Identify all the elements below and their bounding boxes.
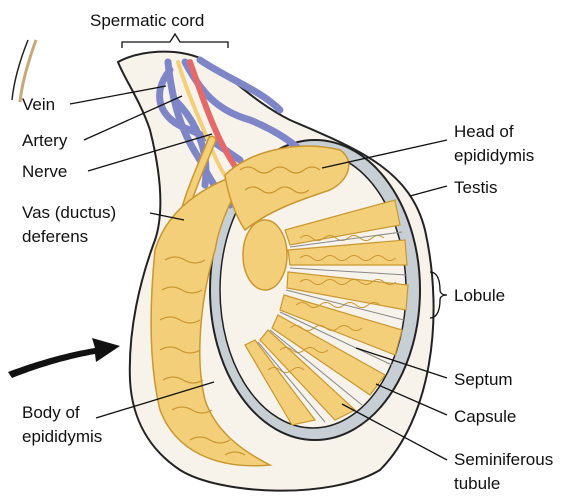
label-spermatic-cord: Spermatic cord <box>90 11 204 30</box>
label-semi-line2: tubule <box>454 474 500 493</box>
label-capsule: Capsule <box>454 407 516 426</box>
cord-strand-left-2 <box>20 40 36 102</box>
direction-arrow <box>8 338 120 378</box>
label-body-line2: epididymis <box>22 427 102 446</box>
label-lobule: Lobule <box>454 286 505 305</box>
rete-testis <box>243 220 287 290</box>
label-artery: Artery <box>22 131 68 150</box>
label-body-line1: Body of <box>22 403 80 422</box>
label-nerve: Nerve <box>22 162 67 181</box>
label-vas-line2: deferens <box>22 227 88 246</box>
label-head-line1: Head of <box>454 122 514 141</box>
label-septum: Septum <box>454 370 513 389</box>
label-semi-line1: Seminiferous <box>454 450 553 469</box>
label-head-line2: epididymis <box>454 146 534 165</box>
label-testis: Testis <box>454 178 497 197</box>
label-vas-line1: Vas (ductus) <box>22 203 116 222</box>
label-vein: Vein <box>22 95 55 114</box>
